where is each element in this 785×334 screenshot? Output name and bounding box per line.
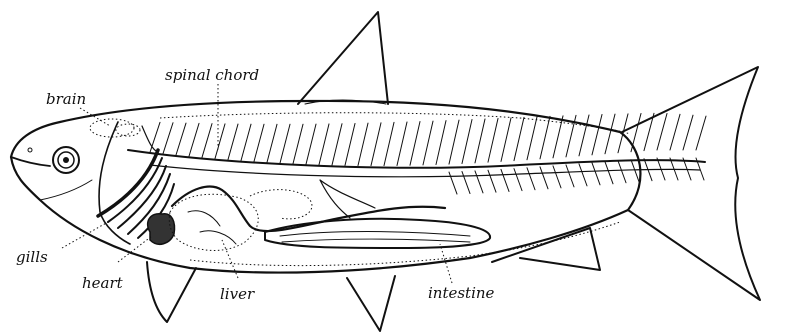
spine-ray	[670, 114, 680, 150]
label-gills: gills	[16, 248, 48, 266]
pelvic-fin	[147, 262, 196, 322]
spine-ray	[657, 113, 667, 150]
spine-ray	[683, 115, 693, 150]
spine-ray	[501, 118, 511, 162]
spine-ray	[332, 124, 342, 165]
label-spinal-chord: spinal chord	[165, 66, 259, 84]
label-intestine: intestine	[428, 284, 495, 302]
anal-fin-front	[347, 276, 395, 331]
label-brain: brain	[46, 90, 86, 108]
spine-ray	[540, 116, 550, 158]
spine-ray	[449, 120, 459, 164]
rib-ray	[618, 161, 626, 183]
operculum	[99, 122, 130, 244]
rib-ray	[462, 172, 470, 194]
spine-ray	[475, 119, 485, 163]
vertebral-column	[150, 165, 700, 177]
ribs	[449, 158, 704, 194]
rib-ray	[514, 169, 522, 191]
spine-ray	[228, 124, 238, 160]
spine-ray	[358, 123, 368, 165]
rib-ray	[475, 171, 483, 193]
spine-ray	[553, 116, 563, 158]
spine-ray	[280, 124, 290, 163]
spine-ray	[306, 124, 316, 164]
spine-ray	[410, 122, 420, 166]
spine-ray	[462, 120, 472, 164]
spine-ray	[293, 124, 303, 164]
intestine-organ	[265, 219, 490, 248]
spine-ray	[345, 123, 355, 165]
spine-ray	[319, 124, 329, 165]
spine-ray	[371, 123, 381, 166]
intestine-leader	[440, 244, 452, 283]
dorsal-fin	[298, 12, 388, 104]
spine-ray	[488, 118, 498, 162]
spine-ray	[592, 115, 602, 155]
dorsal-spines	[150, 113, 706, 165]
spine-ray	[241, 124, 251, 160]
gills-leader	[62, 222, 108, 248]
spine-ray	[384, 122, 394, 165]
nostril	[28, 148, 32, 152]
rib-ray	[501, 169, 509, 191]
spine-ray	[436, 121, 446, 165]
rib-ray	[488, 170, 496, 192]
liver-organ	[169, 194, 258, 250]
rib-ray	[566, 165, 574, 187]
rib-ray	[527, 168, 535, 190]
rib-ray	[579, 164, 587, 186]
mouth-line	[11, 157, 50, 166]
spine-ray	[696, 116, 706, 150]
spine-ray	[254, 124, 264, 161]
spine-ray	[189, 123, 199, 156]
tail-fin	[622, 67, 760, 300]
spine-ray	[631, 114, 641, 152]
spine-ray	[397, 122, 407, 165]
spine-ray	[579, 115, 589, 156]
spine-ray	[202, 124, 212, 158]
rib-ray	[540, 167, 548, 189]
spine-ray	[150, 122, 160, 152]
spine-ray	[618, 114, 628, 153]
spine-ray	[423, 121, 433, 165]
rib-ray	[553, 166, 561, 188]
spine-ray	[267, 124, 277, 162]
spine-ray	[176, 123, 186, 155]
spine-ray	[215, 124, 225, 159]
blood-vessels	[172, 187, 445, 232]
rib-ray	[592, 163, 600, 185]
rib-ray	[449, 172, 457, 194]
label-liver: liver	[220, 285, 255, 303]
spine-ray	[163, 123, 173, 154]
label-heart: heart	[82, 274, 124, 292]
jaw-line	[40, 180, 92, 200]
rib-ray	[605, 162, 613, 184]
spine-ray	[514, 117, 524, 160]
eye	[53, 147, 79, 173]
stomach	[250, 190, 312, 219]
spine-ray	[527, 117, 537, 160]
spine-ray	[605, 114, 615, 154]
